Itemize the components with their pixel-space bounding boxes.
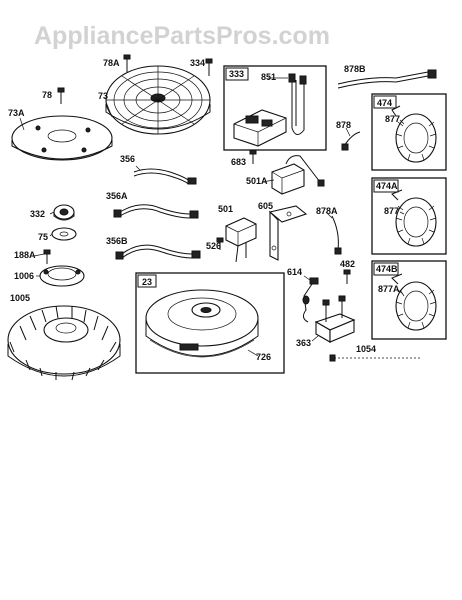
label-878B: 878B — [344, 64, 366, 74]
label-356B: 356B — [106, 236, 128, 246]
adapter-1006-part[interactable] — [39, 265, 85, 287]
ground-wire-356B-part[interactable] — [115, 244, 201, 260]
alternator-stator-474B-part[interactable] — [391, 273, 437, 331]
label-877-second: 877 — [384, 206, 399, 216]
label-501A: 501A — [246, 176, 268, 186]
screw-683-part[interactable] — [249, 149, 257, 164]
flywheel-plate-part[interactable] — [11, 115, 113, 161]
label-188A: 188A — [14, 250, 36, 260]
group-box-474B — [371, 260, 447, 340]
wire-878A-part[interactable] — [331, 215, 342, 255]
label-877A: 877A — [378, 284, 400, 294]
label-474: 474 — [377, 98, 392, 108]
label-614: 614 — [287, 267, 302, 277]
label-1054: 1054 — [356, 344, 376, 354]
label-73: 73 — [98, 91, 108, 101]
rectifier-501A-part[interactable] — [271, 155, 325, 195]
label-78: 78 — [42, 90, 52, 100]
label-878: 878 — [336, 120, 351, 130]
terminal-block-363-part[interactable] — [314, 295, 356, 343]
label-877-first: 877 — [385, 114, 400, 124]
label-501: 501 — [218, 204, 233, 214]
washer-75-part[interactable] — [51, 227, 77, 241]
label-1006: 1006 — [14, 271, 34, 281]
label-334: 334 — [190, 58, 205, 68]
ignition-module-part[interactable] — [233, 73, 307, 147]
alternator-stator-474A-part[interactable] — [391, 189, 437, 247]
bolt-188A-part[interactable] — [43, 249, 51, 264]
screw-482-part[interactable] — [343, 269, 351, 284]
group-box-474A — [371, 177, 447, 255]
label-332: 332 — [30, 209, 45, 219]
label-474B: 474B — [376, 264, 398, 274]
label-356A: 356A — [106, 191, 128, 201]
label-78A: 78A — [103, 58, 120, 68]
leader-lines — [19, 77, 405, 357]
nut-332-part[interactable] — [53, 204, 75, 221]
watermark-text: AppliancePartsPros.com — [34, 22, 330, 50]
bracket-605-part[interactable] — [268, 205, 308, 261]
label-851: 851 — [261, 72, 276, 82]
regulator-501-part[interactable] — [225, 217, 257, 263]
label-474A: 474A — [376, 181, 398, 191]
wire-878-part[interactable] — [341, 131, 361, 151]
bolt-334-part[interactable] — [205, 58, 213, 76]
diode-614-part[interactable] — [302, 277, 319, 323]
label-605: 605 — [258, 201, 273, 211]
ground-wire-356A-part[interactable] — [113, 204, 199, 219]
wire-878B-part[interactable] — [337, 69, 437, 89]
label-526: 526 — [206, 241, 221, 251]
label-73A: 73A — [8, 108, 25, 118]
cable-tie-1054-part[interactable] — [329, 354, 420, 362]
label-726: 726 — [256, 352, 271, 362]
label-23: 23 — [142, 277, 152, 287]
flywheel-23-part[interactable] — [145, 289, 259, 358]
cooling-fan-1005-part[interactable] — [7, 305, 121, 381]
group-box-474 — [371, 93, 447, 171]
label-333: 333 — [229, 69, 244, 79]
group-box-23 — [135, 272, 285, 374]
group-box-333 — [223, 65, 327, 151]
alternator-stator-474-part[interactable] — [391, 105, 437, 163]
label-356: 356 — [120, 154, 135, 164]
label-75: 75 — [38, 232, 48, 242]
label-482: 482 — [340, 259, 355, 269]
bolt-78-part[interactable] — [57, 87, 65, 104]
label-878A: 878A — [316, 206, 338, 216]
screw-526-part[interactable] — [216, 237, 224, 250]
label-683: 683 — [231, 157, 246, 167]
label-363: 363 — [296, 338, 311, 348]
flywheel-screen-part[interactable] — [105, 65, 211, 135]
ground-wire-356-part[interactable] — [133, 168, 197, 185]
bolt-78A-part[interactable] — [123, 54, 131, 72]
label-1005: 1005 — [10, 293, 30, 303]
